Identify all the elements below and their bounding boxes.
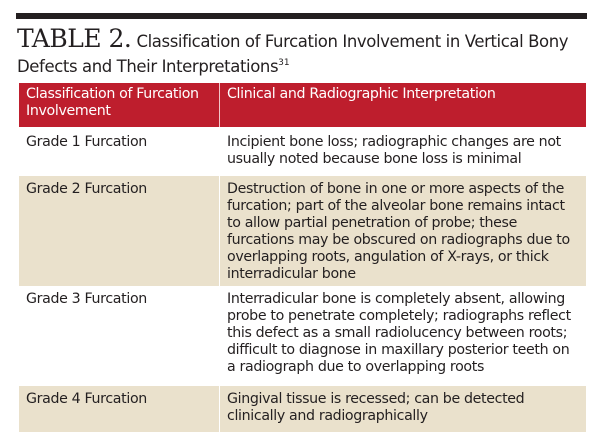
table-row: Grade 4 Furcation Gingival tissue is rec… <box>19 386 586 432</box>
classification-cell: Grade 2 Furcation <box>19 176 220 286</box>
table-label: TABLE 2. <box>17 24 132 53</box>
classification-cell: Grade 3 Furcation <box>19 286 220 386</box>
table-title: TABLE 2. Classification of Furcation Inv… <box>17 26 587 79</box>
reference-superscript: 31 <box>278 58 290 68</box>
table-row: Grade 2 Furcation Destruction of bone in… <box>19 175 586 286</box>
table-header-row: Classification of Furcation Involvement … <box>19 83 586 129</box>
table-caption: Classification of Furcation Involvement … <box>17 32 569 76</box>
top-rule <box>16 13 587 19</box>
furcation-table: Classification of Furcation Involvement … <box>19 83 586 432</box>
column-header-interpretation: Clinical and Radiographic Interpretation <box>227 86 496 102</box>
interpretation-cell: Interradicular bone is completely absent… <box>227 291 571 375</box>
classification-cell: Grade 4 Furcation <box>19 386 220 432</box>
classification-cell: Grade 1 Furcation <box>19 129 220 175</box>
interpretation-cell: Gingival tissue is recessed; can be dete… <box>227 391 525 424</box>
column-header-classification: Classification of Furcation Involvement <box>19 83 220 127</box>
interpretation-cell: Destruction of bone in one or more aspec… <box>227 181 570 282</box>
interpretation-cell: Incipient bone loss; radiographic change… <box>227 134 561 167</box>
table-row: Grade 1 Furcation Incipient bone loss; r… <box>19 129 586 175</box>
table-row: Grade 3 Furcation Interradicular bone is… <box>19 286 586 386</box>
